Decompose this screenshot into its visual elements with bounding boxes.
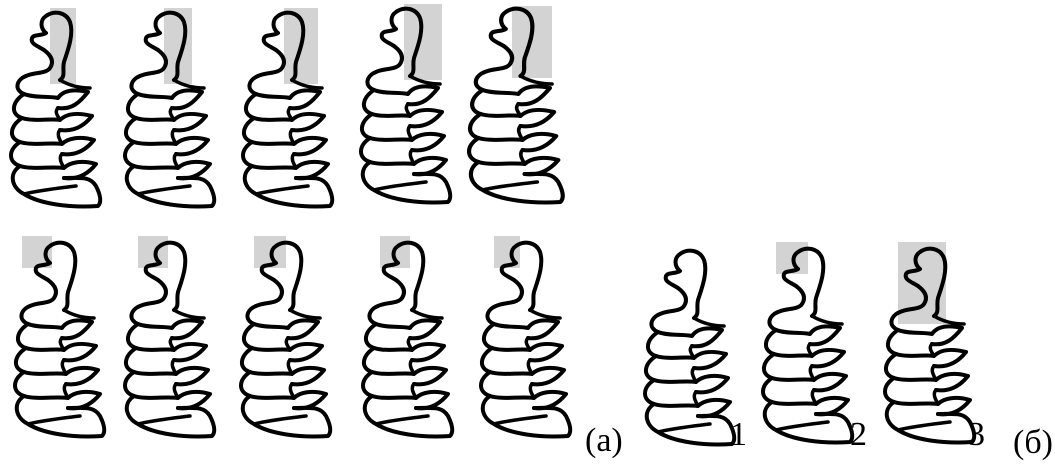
- panel-a-row2-shape-2: [125, 236, 214, 437]
- panel-b-shape-1: [645, 251, 734, 445]
- panel-b-number-3: 3: [968, 418, 985, 452]
- panel-a-row1-shape-5: [469, 6, 563, 203]
- panel-a-row2-shape-4: [363, 236, 452, 437]
- panel-b-number-1: 1: [730, 418, 747, 452]
- panel-b-number-2: 2: [850, 418, 867, 452]
- panel-a-row1-shape-3: [243, 8, 332, 207]
- panel-b-shape-3: [885, 242, 974, 443]
- panel-a-row1-shape-4: [361, 4, 450, 203]
- panel-a-row1-shape-1: [11, 8, 100, 207]
- panel-a-row2-shape-1: [15, 236, 104, 437]
- panel-a-row2-shape-5: [481, 236, 570, 437]
- panel-b-label: (б): [1013, 426, 1053, 460]
- panel-b-shape-2: [763, 242, 852, 443]
- panel-a-row2-shape-3: [241, 236, 330, 437]
- panel-a-row1-shape-2: [125, 8, 214, 207]
- panel-a-label: (а): [585, 424, 623, 458]
